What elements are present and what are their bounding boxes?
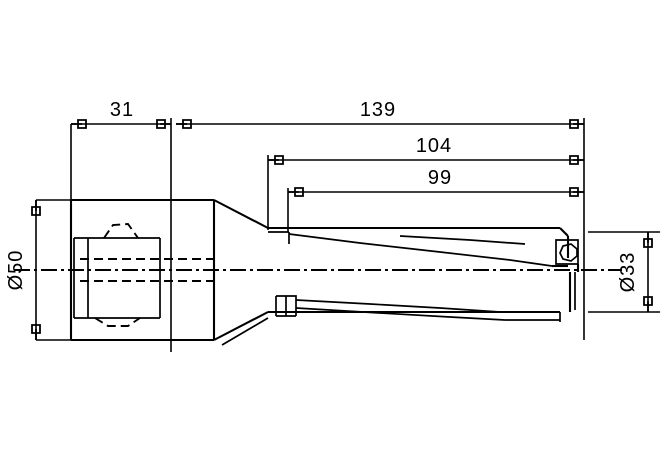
dimension-label-99: 99 (428, 167, 452, 189)
drive-key-bottom-outline (94, 317, 141, 327)
flute-helix-lower (295, 299, 501, 313)
dimension-label-139: 139 (360, 99, 396, 121)
flute-helix-upper (288, 233, 553, 267)
arrow-left (288, 187, 304, 197)
flute-pocket-lower (276, 295, 297, 316)
dimension-label-d33: Ø33 (617, 252, 639, 293)
dimension-flute-length: 99 (287, 167, 584, 232)
arrow-top (31, 200, 41, 216)
arrow-left (176, 119, 192, 129)
dimension-overall-length: 139 (176, 99, 585, 340)
arrow-bottom (31, 324, 41, 340)
clamp-screw-icon (559, 243, 578, 262)
drive-key-outline (103, 223, 139, 239)
coolant-channel (80, 258, 214, 282)
cone-upper-slope (213, 199, 269, 229)
arrow-left (71, 119, 87, 129)
tip-chamfer-upper (559, 227, 569, 237)
dimension-label-31: 31 (110, 99, 134, 121)
insert-pocket-assembly (552, 227, 580, 312)
cone-lower-flute-edge (221, 317, 269, 346)
cone-lower-slope (213, 311, 269, 341)
flute-land-lower (295, 307, 506, 321)
arrow-right (156, 119, 171, 129)
drill-body-lower (268, 295, 561, 322)
dimension-shank-length: 31 (70, 99, 172, 352)
transition-cone (213, 199, 269, 346)
arrow-right (569, 119, 584, 129)
drive-key-notch (94, 223, 141, 327)
dimension-cutting-diameter: Ø33 (588, 231, 660, 313)
arrow-right (569, 155, 584, 165)
arrow-right (569, 187, 584, 197)
arrow-left (268, 155, 284, 165)
dimension-body-length: 104 (267, 135, 584, 230)
flute-land-upper (399, 235, 526, 245)
dimension-label-104: 104 (416, 135, 452, 157)
arrow-top (643, 232, 653, 248)
drill-body-upper (268, 226, 560, 267)
arrow-bottom (643, 296, 653, 312)
